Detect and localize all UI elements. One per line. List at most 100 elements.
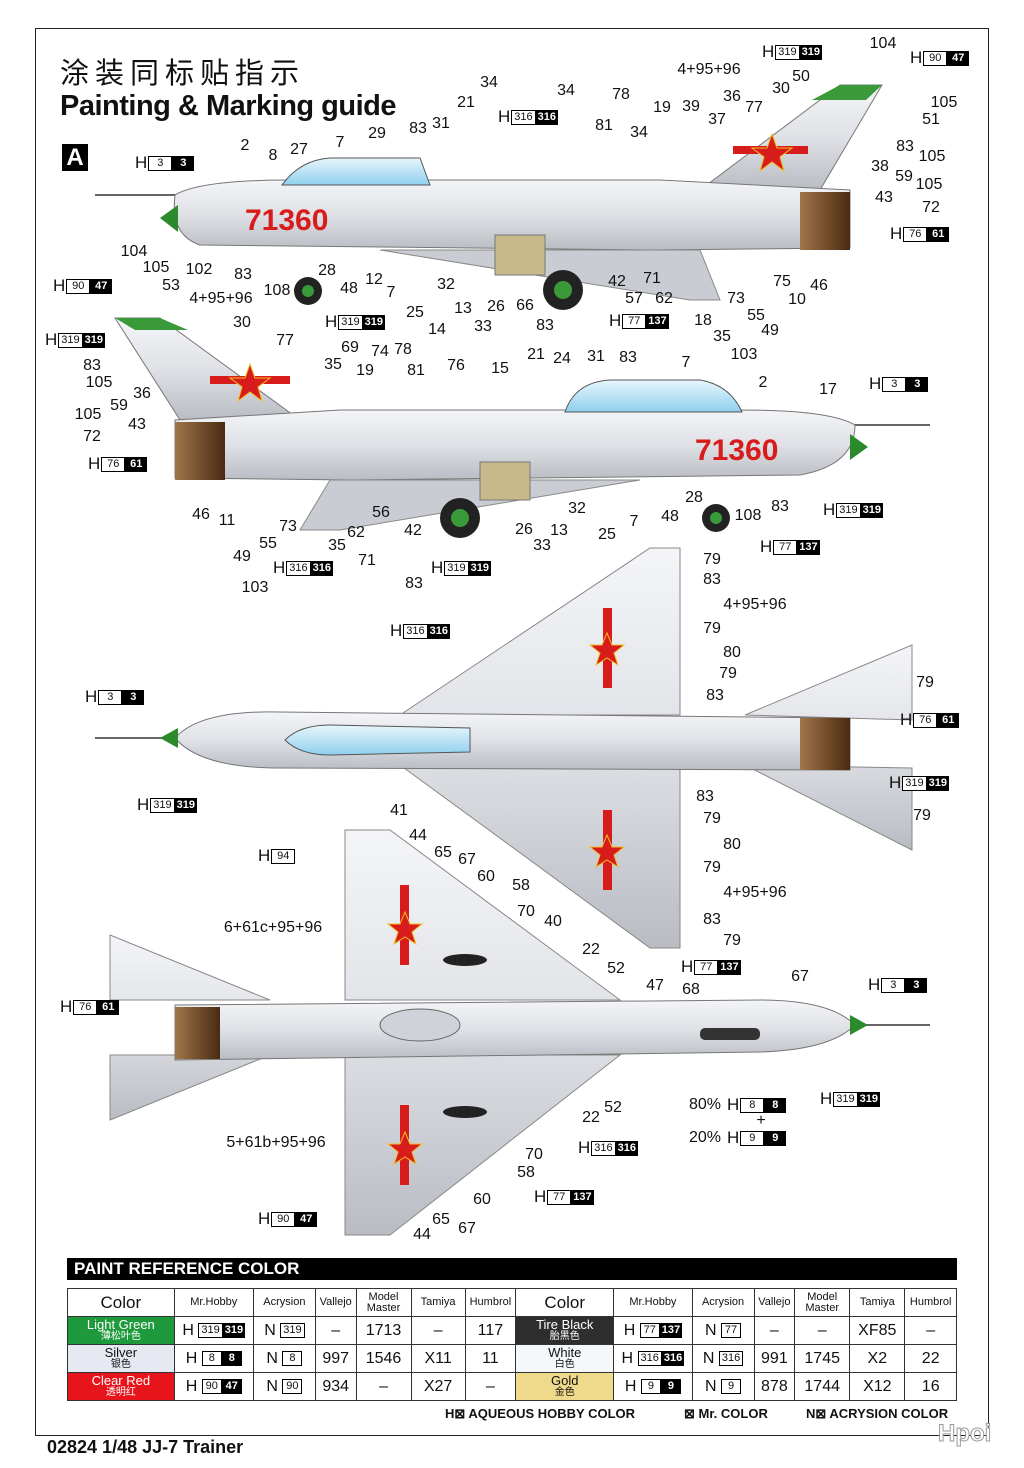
callout-view1: 34 <box>480 74 498 91</box>
callout-view4: 22 <box>582 941 600 958</box>
callout-view2: 78 <box>394 341 412 358</box>
callout-view1: 14 <box>428 321 446 338</box>
aqueous-code: 9 <box>640 1379 661 1394</box>
chip-aqueous-code: 3 <box>881 977 906 993</box>
acrysion-code: 316 <box>718 1351 744 1366</box>
acrysion-cell: N 316 <box>691 1344 755 1373</box>
side-view-left: 71360 <box>95 84 883 310</box>
callout-view3: 79 <box>719 665 737 682</box>
page-frame <box>35 28 989 1436</box>
callout-view2: 28 <box>685 489 703 506</box>
vallejo-cell: 991 <box>753 1344 796 1373</box>
acrysion-cell: N 319 <box>252 1316 316 1345</box>
bottom-view <box>109 829 930 1236</box>
column-header: Vallejo <box>314 1288 357 1317</box>
callout-view4: 80% <box>688 1096 722 1113</box>
h-prefix: H <box>185 1349 198 1367</box>
color-name: Clear Red <box>91 1372 151 1388</box>
callout-view1: 36 <box>723 88 741 105</box>
chip-aqueous-code: 319 <box>833 1091 858 1107</box>
callout-view1: 26 <box>487 298 505 315</box>
callout-view3: 80 <box>723 836 741 853</box>
callout-view4: 5+61b+95+96 <box>226 1134 326 1151</box>
chip-mr-color-code: 47 <box>90 278 113 294</box>
callout-view4: 52 <box>604 1099 622 1116</box>
mr-color-code: 47 <box>221 1379 242 1394</box>
aqueous-code: 319 <box>198 1323 223 1338</box>
column-header: Tamiya <box>849 1288 906 1317</box>
callout-view1: 83 <box>536 317 554 334</box>
tamiya-cell: X2 <box>849 1344 906 1373</box>
chip-prefix: H <box>325 312 338 331</box>
chip-aqueous-code: 3 <box>148 155 173 171</box>
h-prefix: H <box>185 1377 198 1395</box>
column-header: Color <box>515 1288 615 1317</box>
callout-view1: 4+95+96 <box>677 61 741 78</box>
mr-color-code: 9 <box>660 1379 681 1394</box>
callout-view1: 105 <box>930 94 958 111</box>
callout-view3: 41 <box>390 802 408 819</box>
side-view-right: 71360 <box>114 317 930 538</box>
chip-aqueous-code: 316 <box>403 623 428 639</box>
callout-view2: 49 <box>233 548 251 565</box>
chip-prefix: H <box>135 153 148 172</box>
callout-view1: 57 <box>625 290 643 307</box>
acrysion-cell: N 90 <box>252 1372 316 1401</box>
chip-mr-color-code: 61 <box>97 999 120 1015</box>
chip-aqueous-code: 76 <box>101 456 126 472</box>
watermark: Hpoi <box>937 1420 992 1448</box>
chip-mr-color-code: 47 <box>295 1211 318 1227</box>
chip-aqueous-code: 316 <box>591 1140 616 1156</box>
callout-view1: 8 <box>268 147 278 164</box>
callout-view2: 76 <box>447 357 465 374</box>
callout-view4: 22 <box>582 1109 600 1126</box>
callout-view1: 32 <box>437 276 455 293</box>
chip-prefix: H <box>390 621 403 640</box>
callout-view1: 51 <box>922 111 940 128</box>
humbrol-cell: 16 <box>904 1372 957 1401</box>
chip-prefix: H <box>820 1089 833 1108</box>
vallejo-cell: 934 <box>314 1372 357 1401</box>
chip-prefix: H <box>578 1138 591 1157</box>
callout-view2: 71 <box>358 552 376 569</box>
chip-aqueous-code: 90 <box>271 1211 296 1227</box>
chip-mr-color-code: 319 <box>860 502 883 518</box>
chip-mr-color-code: 9 <box>764 1130 787 1146</box>
callout-view3: 4+95+96 <box>723 884 787 901</box>
callout-view1: 38 <box>871 158 889 175</box>
chip-aqueous-code: 9 <box>740 1130 765 1146</box>
callout-view1: 34 <box>557 82 575 99</box>
chip-prefix: H <box>727 1095 740 1114</box>
callout-view4: + <box>756 1112 766 1129</box>
callout-view3: 83 <box>703 571 721 588</box>
callout-view4: 40 <box>544 913 562 930</box>
callout-view3: 79 <box>703 620 721 637</box>
callout-view4: 6+61c+95+96 <box>223 919 323 936</box>
humbrol-cell: – <box>464 1372 517 1401</box>
color-name: Gold <box>551 1372 579 1388</box>
tamiya-cell: XF85 <box>849 1316 906 1345</box>
callout-view2: 59 <box>110 397 128 414</box>
chip-mr-color-code: 137 <box>571 1189 594 1205</box>
chip-aqueous-code: 76 <box>913 712 938 728</box>
color-name-cn: 胎黑色 <box>549 1330 580 1342</box>
callout-view1: 29 <box>368 125 386 142</box>
callout-view2: 33 <box>533 537 551 554</box>
chip-prefix: H <box>760 537 773 556</box>
acrysion-code: 9 <box>721 1379 742 1394</box>
